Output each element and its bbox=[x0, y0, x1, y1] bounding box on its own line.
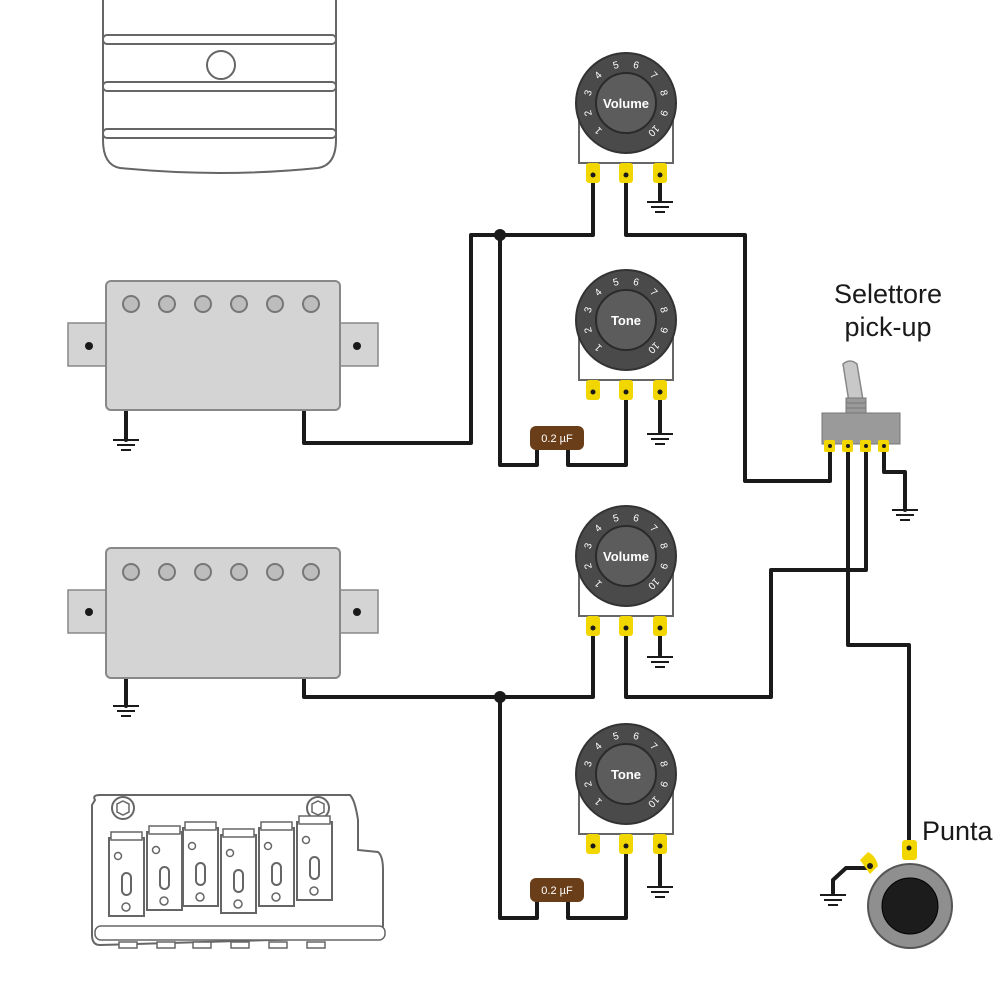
knob-label: Tone bbox=[611, 313, 641, 328]
wire-vol2-out bbox=[624, 446, 868, 699]
wire-tone2 bbox=[566, 846, 628, 920]
neck-plate bbox=[102, 0, 337, 174]
knob-label: Tone bbox=[611, 767, 641, 782]
bridge-saddle bbox=[146, 825, 183, 949]
knob-number: 2 bbox=[583, 325, 595, 334]
knob-number: 3 bbox=[583, 542, 595, 551]
knob-number: 5 bbox=[612, 513, 621, 525]
knob-number: 3 bbox=[583, 89, 595, 98]
wire-vol2-in bbox=[498, 628, 595, 699]
bridge-saddle bbox=[258, 821, 295, 949]
wire-vol1-in bbox=[498, 173, 595, 237]
knob-number: 8 bbox=[657, 760, 669, 769]
knob-label: Volume bbox=[603, 549, 649, 564]
humbucker-pickup-neck bbox=[67, 547, 379, 679]
ground-icon bbox=[646, 656, 674, 668]
wire-pickup2-hot bbox=[302, 676, 502, 699]
capacitor-1: 0.2 µF bbox=[530, 426, 584, 465]
wire-pickup1-hot bbox=[302, 233, 502, 445]
wire-cap1-in bbox=[498, 233, 539, 467]
knob-number: 2 bbox=[583, 779, 595, 788]
knob-number: 2 bbox=[583, 561, 595, 570]
wire-cap2-in bbox=[498, 695, 539, 920]
capacitor-label: 0.2 µF bbox=[541, 433, 573, 445]
capacitor-label: 0.2 µF bbox=[541, 885, 573, 897]
knob-number: 6 bbox=[632, 731, 641, 743]
ground-icon bbox=[646, 433, 674, 445]
humbucker-pickup-bridge bbox=[67, 280, 379, 411]
knob-number: 5 bbox=[612, 277, 621, 289]
pickup-selector-switch bbox=[821, 360, 901, 452]
bridge-saddle bbox=[296, 815, 333, 949]
capacitor-2: 0.2 µF bbox=[530, 878, 584, 918]
knob-number: 8 bbox=[657, 306, 669, 315]
knob-number: 6 bbox=[632, 277, 641, 289]
bridge-saddle bbox=[108, 831, 145, 949]
knob-number: 6 bbox=[632, 513, 641, 525]
knob-number: 2 bbox=[583, 108, 595, 117]
junction-dot bbox=[494, 229, 506, 241]
wire-tone1 bbox=[566, 391, 628, 467]
knob-number: 5 bbox=[612, 60, 621, 72]
knob-number: 3 bbox=[583, 306, 595, 315]
knob-number: 3 bbox=[583, 760, 595, 769]
tip-label: Punta bbox=[922, 816, 994, 846]
ground-icon bbox=[646, 201, 674, 213]
knob-number: 5 bbox=[612, 731, 621, 743]
pole-pieces bbox=[122, 295, 320, 313]
selector-label-line1: Selettore bbox=[834, 279, 942, 309]
wire-vol1-out bbox=[624, 173, 832, 483]
junction-dot bbox=[494, 691, 506, 703]
knob-number: 8 bbox=[657, 542, 669, 551]
ground-icon bbox=[646, 886, 674, 898]
pole-pieces bbox=[122, 563, 320, 581]
wire-jack-ground bbox=[831, 866, 872, 895]
ground-icon bbox=[819, 894, 847, 906]
knob-label: Volume bbox=[603, 96, 649, 111]
knob-number: 6 bbox=[632, 60, 641, 72]
wires bbox=[124, 173, 911, 920]
bridge-saddle bbox=[220, 828, 257, 949]
selector-label-line2: pick-up bbox=[844, 312, 931, 342]
knob-number: 9 bbox=[657, 562, 669, 571]
knob-number: 8 bbox=[657, 89, 669, 98]
knob-number: 9 bbox=[657, 326, 669, 335]
wire-selector-ground bbox=[882, 446, 907, 512]
knob-number: 9 bbox=[657, 780, 669, 789]
output-jack bbox=[860, 840, 953, 949]
bridge-saddles bbox=[108, 815, 333, 949]
wire-tip bbox=[846, 446, 911, 847]
knob-number: 9 bbox=[657, 109, 669, 118]
bridge-saddle bbox=[182, 821, 219, 949]
